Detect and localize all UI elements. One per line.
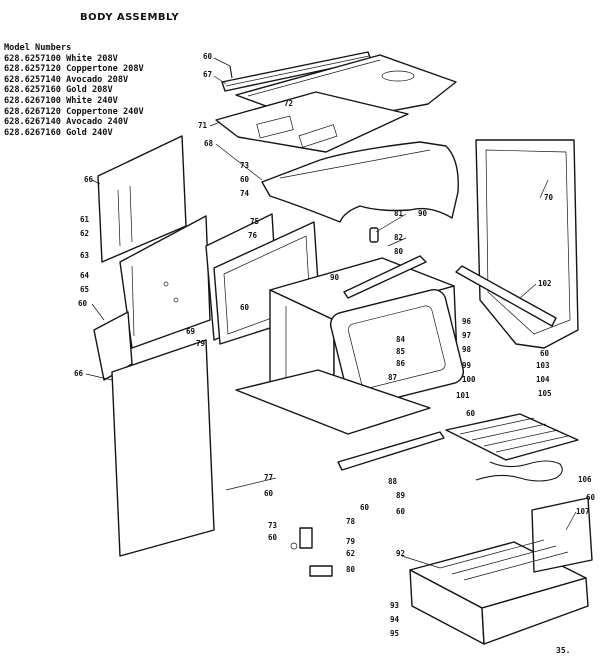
model-number: 628.6267100 White 240V xyxy=(4,95,118,106)
callout-label: 107 xyxy=(576,507,590,516)
callout-label: 79 xyxy=(346,537,356,546)
part-outer-shell xyxy=(261,141,459,223)
part-bottom-trim xyxy=(337,431,445,471)
part-side-skin xyxy=(111,339,215,557)
part-storage-drawer xyxy=(409,497,593,645)
callout-label: 67 xyxy=(203,70,212,79)
callout-label: 60 xyxy=(268,533,278,542)
callout-label: 103 xyxy=(536,361,550,370)
callout-label: 104 xyxy=(536,375,550,384)
callout-label: 106 xyxy=(578,475,592,484)
callout-label: 60 xyxy=(396,507,406,516)
callout-label: 99 xyxy=(462,361,472,370)
part-element-terminal xyxy=(343,227,427,299)
callout-label: 72 xyxy=(284,99,293,108)
callout-label: 86 xyxy=(396,359,406,368)
callout-label: 60 xyxy=(540,349,550,358)
callout-label: 60 xyxy=(360,503,370,512)
diagram-title: BODY ASSEMBLY xyxy=(80,12,180,23)
callout-label: 66 xyxy=(74,369,84,378)
callout-label: 60 xyxy=(586,493,596,502)
callout-label: 62 xyxy=(346,549,355,558)
callout-label: 65 xyxy=(80,285,89,294)
callout-label: 64 xyxy=(80,271,90,280)
model-number: 628.6267160 Gold 240V xyxy=(4,127,113,138)
model-number: 628.6257140 Avocado 208V xyxy=(4,74,129,85)
callout-label: 85 xyxy=(396,347,405,356)
callout-label: 84 xyxy=(396,335,406,344)
callout-label: 80 xyxy=(394,247,404,256)
callout-label: 66 xyxy=(84,175,94,184)
model-numbers-list: Model Numbers 628.6257100 White 208V 628… xyxy=(4,43,144,138)
callout-label: 80 xyxy=(346,565,356,574)
model-number: 628.6267120 Coppertone 240V xyxy=(4,106,144,117)
callout-label: 77 xyxy=(264,473,273,482)
callout-label: 89 xyxy=(396,491,406,500)
part-door-gasket xyxy=(329,288,465,408)
callout-label: 90 xyxy=(418,209,428,218)
callout-label: 101 xyxy=(456,391,470,400)
part-element-coil xyxy=(475,460,563,482)
callout-label: 82 xyxy=(394,233,403,242)
part-bottom-tray xyxy=(235,369,431,435)
part-rear-panel xyxy=(475,139,579,349)
part-side-rail xyxy=(455,265,557,327)
part-left-bracket xyxy=(93,311,133,381)
model-number: 628.6257120 Coppertone 208V xyxy=(4,64,144,75)
callout-label: 63 xyxy=(80,251,90,260)
callout-label: 73 xyxy=(268,521,278,530)
part-small-hardware xyxy=(290,527,333,577)
callout-label: 100 xyxy=(462,375,476,384)
page-number: 35. xyxy=(556,646,571,655)
callout-label: 74 xyxy=(240,189,250,198)
callout-label: 76 xyxy=(248,231,258,240)
callout-label: 69 xyxy=(186,327,196,336)
callout-label: 73 xyxy=(240,161,250,170)
callout-label: 92 xyxy=(396,549,405,558)
callout-label: 61 xyxy=(80,215,90,224)
callout-label: 93 xyxy=(390,601,400,610)
part-broil-rack xyxy=(445,413,579,461)
callout-label: 62 xyxy=(80,229,89,238)
model-numbers-header: Model Numbers xyxy=(4,43,72,53)
callout-label: 95 xyxy=(390,629,399,638)
callout-label: 60 xyxy=(466,409,476,418)
model-number: 628.6257100 White 208V xyxy=(4,53,118,64)
callout-label: 60 xyxy=(203,52,213,61)
callout-label: 75 xyxy=(250,217,259,226)
callout-label: 78 xyxy=(346,517,356,526)
callout-label: 71 xyxy=(198,121,208,130)
model-number: 628.6267140 Avocado 240V xyxy=(4,117,129,128)
callout-label: 88 xyxy=(388,477,398,486)
callout-label: 87 xyxy=(388,373,397,382)
callout-label: 81 xyxy=(394,209,404,218)
model-number: 628.6257160 Gold 208V xyxy=(4,85,113,96)
callout-label: 60 xyxy=(240,303,250,312)
callout-label: 105 xyxy=(538,389,552,398)
callout-label: 102 xyxy=(538,279,552,288)
callout-label: 96 xyxy=(462,317,472,326)
callout-label: 60 xyxy=(78,299,88,308)
callout-label: 97 xyxy=(462,331,471,340)
callout-label: 68 xyxy=(204,139,214,148)
callout-label: 98 xyxy=(462,345,472,354)
callout-label: 60 xyxy=(264,489,274,498)
callout-label: 94 xyxy=(390,615,400,624)
leader-lines xyxy=(85,57,577,569)
callout-label: 90 xyxy=(330,273,340,282)
callout-labels: 60 67 72 71 68 73 60 74 75 76 66 61 62 6… xyxy=(74,52,596,638)
callout-label: 60 xyxy=(240,175,250,184)
callout-label: 79 xyxy=(196,339,206,348)
part-top-inner-panel xyxy=(215,91,409,153)
callout-label: 70 xyxy=(544,193,554,202)
